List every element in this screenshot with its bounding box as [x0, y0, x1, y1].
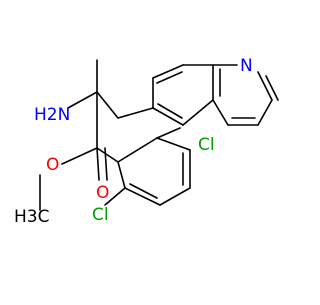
- amine-bond: [67, 91, 98, 109]
- bond: [152, 107, 184, 126]
- amine-label: H2N: [34, 105, 70, 125]
- bond: [96, 147, 119, 163]
- ester-bond: [61, 147, 98, 165]
- chloro-bond: [104, 187, 126, 206]
- bond: [159, 187, 191, 206]
- chloro-top-label: Cl: [198, 135, 215, 155]
- bond: [156, 137, 191, 151]
- bond: [265, 75, 279, 101]
- ester-oxygen-label: O: [46, 155, 59, 175]
- bond: [212, 99, 229, 126]
- carbonyl-oxygen-label: O: [96, 183, 109, 203]
- quinoline-nitrogen-label: N: [240, 56, 253, 76]
- bond: [152, 64, 184, 79]
- bond: [117, 107, 154, 119]
- molecule-drawing: N H2N O O H3C Cl Cl: [14, 56, 279, 227]
- carbonyl-bond: [96, 147, 100, 181]
- bond: [156, 71, 183, 84]
- bond: [117, 137, 158, 163]
- chloro-bond: [156, 127, 181, 139]
- dichlorophenyl-ring: [104, 127, 191, 206]
- chloro-bottom-label: Cl: [92, 205, 109, 225]
- bond: [157, 103, 183, 119]
- bond: [182, 99, 214, 126]
- methyl-label: H3C: [14, 207, 49, 227]
- bond: [96, 91, 119, 119]
- bond: [257, 71, 273, 101]
- quinoline-pyridine-ring: [212, 64, 279, 126]
- bond: [257, 99, 273, 126]
- ester-group: [39, 147, 119, 211]
- bond: [124, 187, 161, 206]
- central-carbon-bonds: [61, 59, 154, 165]
- bond: [129, 183, 158, 199]
- quinoline-benzo-ring: [152, 64, 214, 126]
- bond: [117, 161, 126, 189]
- structure-diagram: N H2N O O H3C Cl Cl: [14, 56, 279, 227]
